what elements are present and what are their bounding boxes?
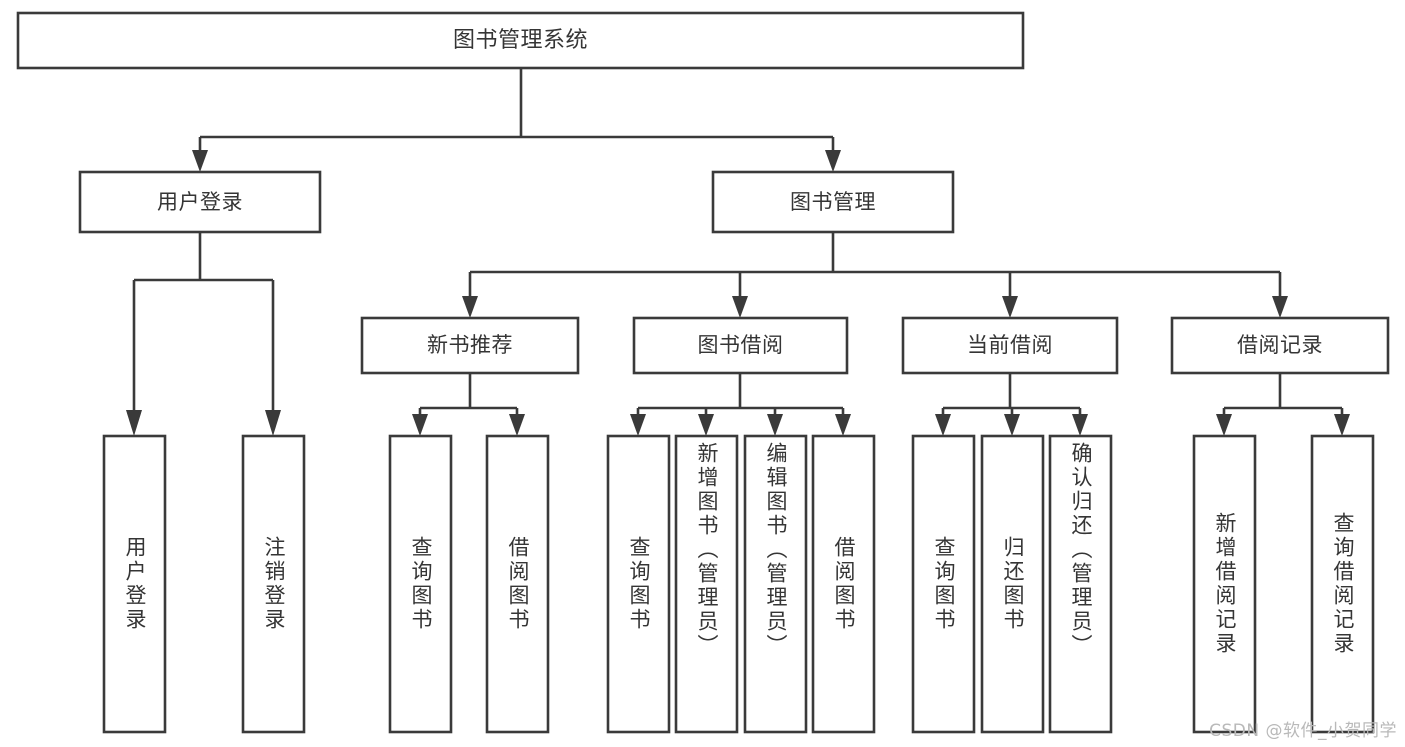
node-box-leaf-borrow-book-1[interactable] xyxy=(485,434,550,734)
arrow-head-book-borrow xyxy=(732,296,748,318)
node-box-leaf-query-book-1[interactable] xyxy=(388,434,453,734)
arrow-head-leaf-query-book-2 xyxy=(630,414,646,436)
node-box-new-book-recommend[interactable] xyxy=(360,316,580,375)
arrow-head-new-book-recommend xyxy=(462,296,478,318)
arrow-head-current-borrow xyxy=(1002,296,1018,318)
node-box-user-login[interactable] xyxy=(78,170,322,234)
arrow-head-leaf-edit-book xyxy=(767,414,783,436)
node-box-leaf-return-book[interactable] xyxy=(980,434,1045,734)
node-box-root[interactable] xyxy=(16,11,1025,70)
arrow-head-leaf-user-login xyxy=(126,410,142,436)
node-box-leaf-user-logout[interactable] xyxy=(241,434,306,734)
arrow-head-leaf-borrow-book-2 xyxy=(835,414,851,436)
arrow-head-leaf-add-record xyxy=(1216,414,1232,436)
node-box-leaf-add-record[interactable] xyxy=(1192,434,1257,734)
arrow-head-leaf-query-book-1 xyxy=(412,414,428,436)
arrow-head-borrow-record xyxy=(1272,296,1288,318)
node-box-leaf-edit-book[interactable] xyxy=(743,434,808,734)
node-box-leaf-user-login[interactable] xyxy=(102,434,167,734)
arrow-head-book-manage xyxy=(825,150,841,172)
arrow-head-leaf-user-logout xyxy=(265,410,281,436)
arrow-head-leaf-borrow-book-1 xyxy=(509,414,525,436)
node-box-current-borrow[interactable] xyxy=(901,316,1119,375)
node-box-leaf-add-book[interactable] xyxy=(674,434,739,734)
node-box-leaf-borrow-book-2[interactable] xyxy=(811,434,876,734)
node-box-book-manage[interactable] xyxy=(711,170,955,234)
node-box-leaf-confirm-return[interactable] xyxy=(1048,434,1113,734)
arrow-head-leaf-return-book xyxy=(1004,414,1020,436)
arrow-head-leaf-query-book-3 xyxy=(935,414,951,436)
arrow-head-leaf-confirm-return xyxy=(1072,414,1088,436)
node-box-leaf-query-book-2[interactable] xyxy=(606,434,671,734)
arrow-head-user-login xyxy=(192,150,208,172)
node-box-leaf-query-book-3[interactable] xyxy=(911,434,976,734)
node-box-leaf-query-record[interactable] xyxy=(1310,434,1375,734)
node-box-borrow-record[interactable] xyxy=(1170,316,1390,375)
arrow-head-leaf-query-record xyxy=(1334,414,1350,436)
node-box-book-borrow[interactable] xyxy=(632,316,849,375)
arrow-head-leaf-add-book xyxy=(698,414,714,436)
